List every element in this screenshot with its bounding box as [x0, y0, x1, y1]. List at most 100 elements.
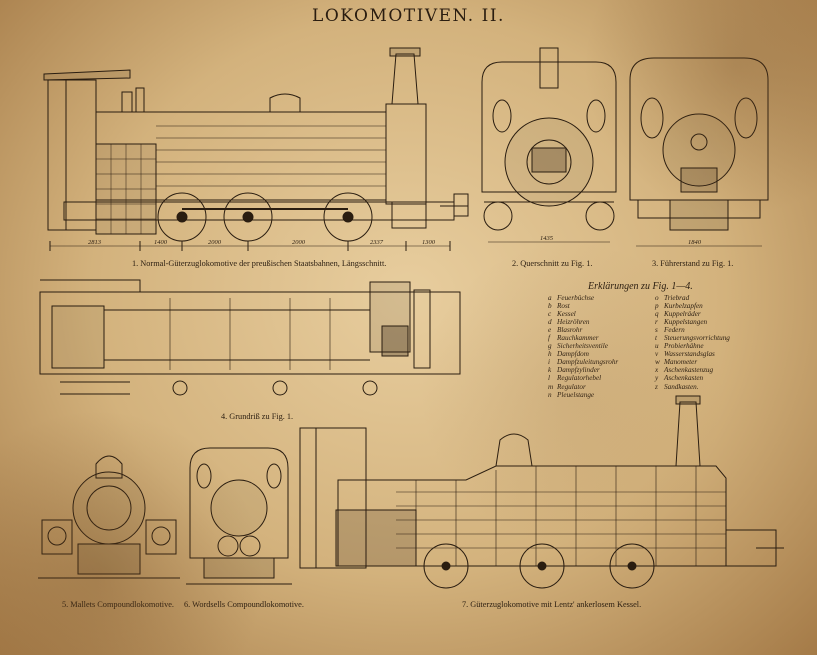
fig3-drivers-cab: 1840 [626, 50, 772, 254]
legend-key: h [548, 350, 552, 359]
legend-key: v [655, 350, 659, 359]
legend-item: p Kurbelzapfen [655, 302, 730, 310]
legend-item: z Sandkasten. [655, 383, 730, 391]
legend-key: f [548, 334, 550, 343]
legend-value: Regulator [557, 382, 586, 391]
legend-value: Heizröhren [557, 318, 590, 327]
legend-item: k Dampfzylinder [548, 366, 618, 374]
caption-fig7: 7. Güterzuglokomotive mit Lentz' ankerlo… [462, 600, 642, 609]
legend-value: Rauchkammer [557, 334, 599, 343]
legend-key: w [655, 358, 660, 367]
legend-value: Blasrohr [557, 326, 583, 335]
legend-value: Pleuelstange [557, 390, 595, 399]
legend-key: s [655, 326, 658, 335]
legend-value: Aschenkasten [664, 374, 704, 383]
legend-value: Rost [557, 302, 570, 311]
legend-item: l Regulatorhebel [548, 374, 618, 382]
legend-key: l [548, 374, 550, 383]
legend-value: Steuerungsvorrichtung [664, 334, 730, 343]
dimension-label: 1435 [540, 235, 554, 242]
legend-item: d Heizröhren [548, 318, 618, 326]
legend-key: i [548, 358, 550, 367]
legend-item: r Kuppelstangen [655, 318, 730, 326]
legend-key: g [548, 342, 552, 351]
dimension-label: 2000 [292, 239, 306, 246]
legend-key: p [655, 302, 659, 311]
legend-value: Federn [664, 326, 685, 335]
fig1-locomotive-section: 2813 1400 2000 2000 2337 1300 [30, 34, 475, 259]
legend-key: q [655, 310, 659, 319]
legend-key: r [655, 318, 658, 327]
fig1-wheels [158, 193, 372, 241]
legend-item: f Rauchkammer [548, 334, 618, 342]
legend-item: s Federn [655, 326, 730, 334]
legend-item: b Rost [548, 302, 618, 310]
legend-item: x Aschenkastenzug [655, 366, 730, 374]
legend-value: Aschenkastenzug [664, 366, 714, 375]
legend-value: Probierhähne [664, 342, 704, 351]
legend-key: d [548, 318, 552, 327]
legend-value: Regulatorhebel [557, 374, 602, 383]
legend-key: z [655, 382, 658, 391]
legend-value: Manometer [664, 358, 698, 367]
legend-key: t [655, 334, 657, 343]
legend-item: q Kuppelräder [655, 310, 730, 318]
legend-key: y [655, 374, 659, 383]
caption-fig3: 3. Führerstand zu Fig. 1. [652, 259, 734, 268]
legend-item: h Dampfdom [548, 350, 618, 358]
legend-item: u Probierhähne [655, 342, 730, 350]
legend-key: b [548, 302, 552, 311]
legend-value: Dampfzylinder [557, 366, 600, 375]
legend-title: Erklärungen zu Fig. 1—4. [588, 281, 693, 292]
caption-fig2: 2. Querschnitt zu Fig. 1. [512, 259, 593, 268]
legend-key: a [548, 294, 552, 302]
dimension-label: 2813 [88, 239, 102, 246]
legend-key: n [548, 390, 552, 399]
dimension-label: 1840 [688, 239, 702, 246]
caption-fig4: 4. Grundriß zu Fig. 1. [221, 412, 294, 421]
legend-value: Sicherheitsventile [557, 342, 608, 351]
legend-value: Kurbelzapfen [664, 302, 703, 311]
legend-item: g Sicherheitsventile [548, 342, 618, 350]
fig2-cross-section: 1435 [478, 42, 620, 252]
legend-value: Kuppelräder [664, 310, 701, 319]
legend-value: Feuerbüchse [557, 294, 595, 302]
dimension-label: 2337 [370, 239, 384, 246]
legend-value: Triebrad [664, 294, 690, 302]
legend-item: c Kessel [548, 310, 618, 318]
legend-item: e Blasrohr [548, 326, 618, 334]
legend-item: a Feuerbüchse [548, 294, 618, 302]
caption-fig5: 5. Mallets Compoundlokomotive. [62, 600, 175, 609]
dimension-label: 1300 [422, 239, 436, 246]
legend-key: u [655, 342, 659, 351]
fig5-mallet-locomotive [34, 444, 184, 594]
dimension-label: 2000 [208, 239, 222, 246]
legend-value: Sandkasten. [664, 382, 699, 391]
legend-item: n Pleuelstange [548, 391, 618, 399]
fig6-wordsell-locomotive [184, 438, 294, 594]
legend-value: Dampfdom [557, 350, 589, 359]
legend-item: y Aschenkasten [655, 374, 730, 382]
legend-value: Kuppelstangen [664, 318, 708, 327]
legend-key: e [548, 326, 552, 335]
legend-value: Kessel [557, 310, 576, 319]
dimension-label: 1400 [154, 239, 168, 246]
legend-key: c [548, 310, 552, 319]
caption-fig1: 1. Normal-Güterzuglokomotive der preußis… [132, 259, 387, 268]
page-title: LOKOMOTIVEN. II. [312, 6, 505, 26]
legend-value: Wasserstandsglas [664, 350, 715, 359]
legend-item: v Wasserstandsglas [655, 350, 730, 358]
fig4-plan-view [30, 270, 475, 410]
legend-item: w Manometer [655, 358, 730, 366]
legend-key: x [655, 366, 659, 375]
caption-fig6: 6. Wordsells Compoundlokomotive. [184, 600, 304, 609]
legend-key: m [548, 382, 554, 391]
legend-key: k [548, 366, 552, 375]
fig7-lentz-locomotive [296, 420, 786, 596]
